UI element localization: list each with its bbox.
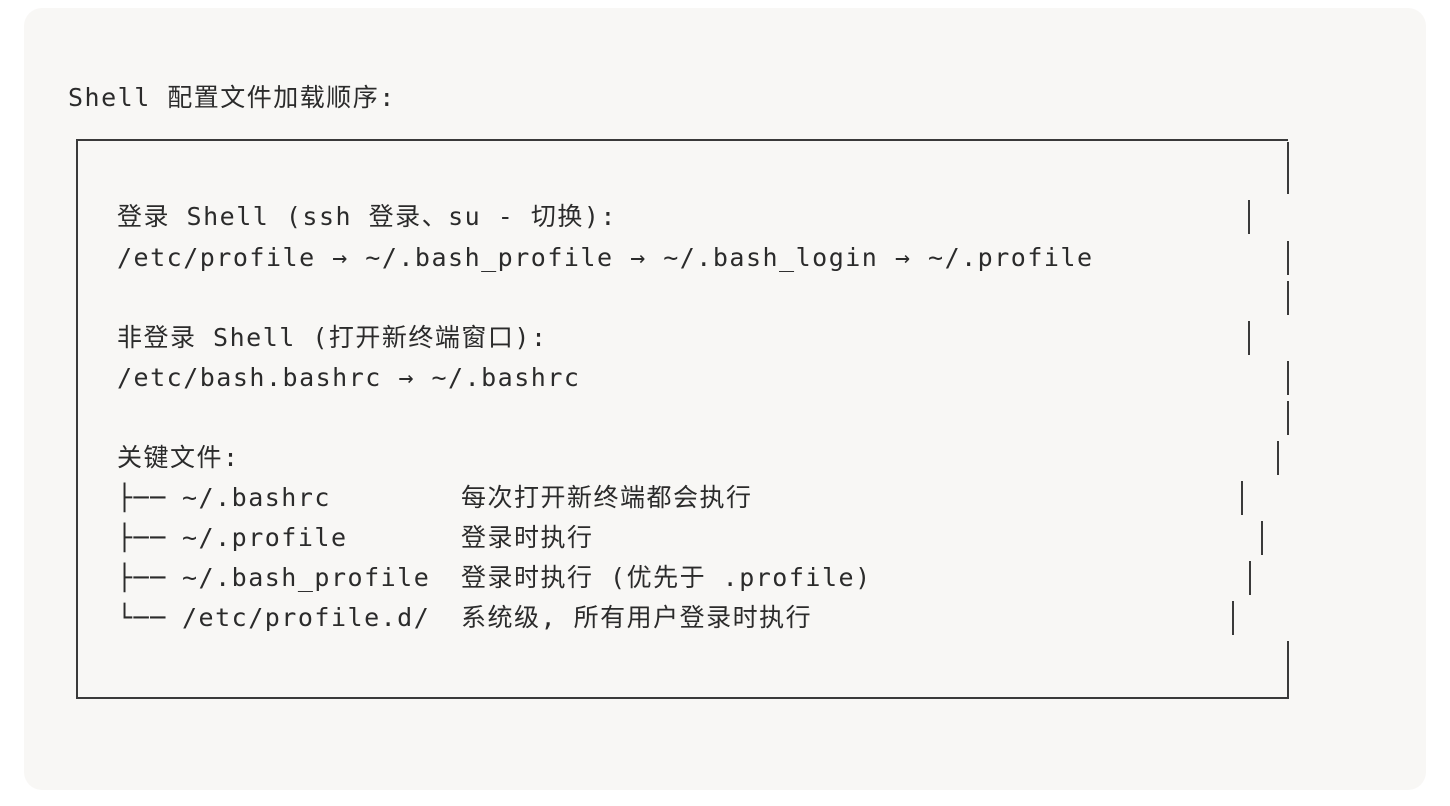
box-border-right xyxy=(1287,142,1289,176)
box-border-right xyxy=(1249,561,1251,595)
box-border-bottom xyxy=(76,697,1288,699)
tree-file: ~/.profile xyxy=(182,523,348,552)
tree-desc: 登录时执行 xyxy=(461,523,594,552)
tree-branch: ├── xyxy=(117,523,167,552)
key-files-heading: 关键文件: xyxy=(117,443,240,472)
box-border-right xyxy=(1248,200,1250,234)
login-shell-chain: /etc/profile → ~/.bash_profile → ~/.bash… xyxy=(117,243,1094,272)
box-border-right xyxy=(1241,481,1243,515)
code-block xyxy=(24,8,1426,790)
box-border-right xyxy=(1287,361,1289,395)
tree-desc: 登录时执行 (优先于 .profile) xyxy=(461,563,872,592)
login-shell-heading: 登录 Shell (ssh 登录、su - 切换): xyxy=(117,202,617,231)
nonlogin-shell-heading: 非登录 Shell (打开新终端窗口): xyxy=(117,323,548,352)
box-border-right xyxy=(1287,160,1289,194)
box-border-right xyxy=(1261,521,1263,555)
block-title: Shell 配置文件加载顺序: xyxy=(68,83,396,112)
tree-desc: 每次打开新终端都会执行 xyxy=(461,483,753,512)
box-border-right xyxy=(1248,321,1250,355)
tree-branch: ├── xyxy=(117,483,167,512)
tree-file: /etc/profile.d/ xyxy=(182,603,431,632)
nonlogin-shell-chain: /etc/bash.bashrc → ~/.bashrc xyxy=(117,363,581,392)
box-border-right xyxy=(1232,601,1234,635)
box-border-right xyxy=(1287,401,1289,435)
box-border-right xyxy=(1287,665,1289,699)
box-border-left xyxy=(76,139,78,699)
tree-branch: ├── xyxy=(117,563,167,592)
box-border-right xyxy=(1287,241,1289,275)
tree-file: ~/.bashrc xyxy=(182,483,331,512)
tree-branch: └── xyxy=(117,603,167,632)
box-border-right xyxy=(1287,281,1289,315)
box-border-top xyxy=(76,139,1288,141)
tree-desc: 系统级, 所有用户登录时执行 xyxy=(461,603,813,632)
box-border-right xyxy=(1287,641,1289,675)
tree-file: ~/.bash_profile xyxy=(182,563,431,592)
box-border-right xyxy=(1277,441,1279,475)
